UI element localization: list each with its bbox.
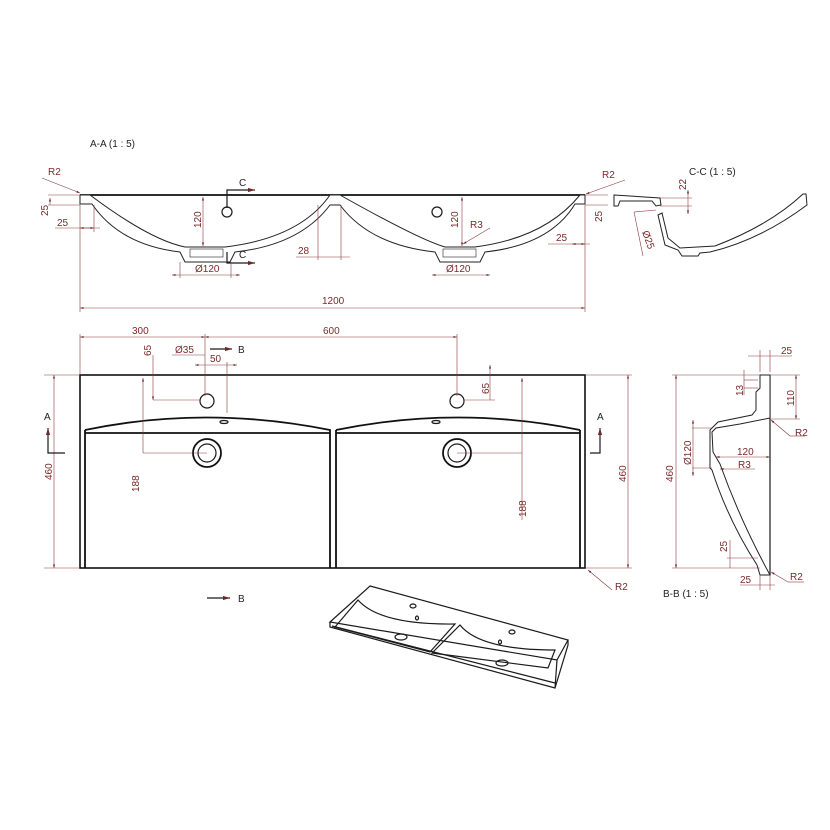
iso-overflow-right — [497, 639, 503, 645]
tap-hole-left — [221, 206, 233, 218]
dim-188-left: 188 — [131, 475, 142, 492]
dim-600: 600 — [323, 326, 340, 337]
isometric-view — [328, 585, 569, 689]
dim-25-horizontal-left: 25 — [57, 218, 69, 229]
dim-25-bottom-bb: 25 — [740, 575, 752, 586]
dim-dia25: Ø25 — [639, 229, 656, 251]
drain-opening-left — [189, 248, 224, 258]
iso-tap-hole-left — [409, 603, 417, 609]
dim-120-bb: 120 — [737, 447, 754, 458]
drain-opening-right — [442, 248, 477, 258]
cut-arrow-c-top — [226, 187, 255, 208]
dim-28-rib: 28 — [298, 246, 310, 257]
section-aa-title: A-A (1 : 5) — [90, 139, 135, 150]
section-cc-title: C-C (1 : 5) — [689, 167, 736, 178]
overflow-left — [219, 419, 229, 425]
dim-25-top: 25 — [781, 346, 793, 357]
dim-13: 13 — [735, 384, 746, 396]
cut-label-c-top: C — [239, 178, 246, 189]
dim-120-depth-left: 120 — [193, 211, 204, 228]
dim-r2-top: R2 — [795, 428, 808, 439]
dim-r3-bb: R3 — [738, 460, 751, 471]
cut-label-c-bottom: C — [239, 250, 246, 261]
dim-dia120-left: Ø120 — [195, 264, 220, 275]
dim-r2-corner: R2 — [615, 582, 628, 593]
iso-basin-left — [333, 599, 457, 653]
tap-hole-left — [199, 393, 215, 409]
dim-25-horizontal-right: 25 — [556, 233, 568, 244]
dim-460-right: 460 — [618, 465, 629, 482]
plan-dimensions: 300 600 65 Ø35 B 50 65 460 A 188 — [44, 326, 632, 605]
dim-25-vertical-left: 25 — [40, 204, 51, 216]
cut-label-a-left: A — [44, 412, 51, 423]
dim-65-left: 65 — [143, 344, 154, 356]
dim-22: 22 — [678, 178, 689, 190]
basin-shell-left — [79, 194, 586, 263]
basin-right-outline — [335, 416, 581, 568]
dim-dia120-right: Ø120 — [446, 264, 471, 275]
basin-left-outline — [84, 416, 331, 568]
tap-hole-right — [449, 393, 465, 409]
cut-arrow-a-left — [45, 428, 65, 454]
dim-r2-bottom-bb: R2 — [790, 572, 803, 583]
aa-dimensions: R2 25 25 120 Ø120 28 R2 120 R3 Ø120 — [40, 167, 626, 312]
dim-460-left: 460 — [44, 463, 55, 480]
iso-tap-hole-right — [508, 629, 516, 635]
tap-hole-right — [431, 206, 443, 218]
section-aa-view: A-A (1 : 5) C C R2 25 25 120 Ø120 — [40, 139, 626, 312]
section-bb-title: B-B (1 : 5) — [663, 589, 709, 600]
dim-120-depth-right: 120 — [450, 211, 461, 228]
dim-r2-right: R2 — [602, 170, 615, 181]
cut-label-b-bottom: B — [238, 594, 245, 605]
cut-label-b-top: B — [238, 345, 245, 356]
cc-deck-profile — [613, 194, 662, 207]
dim-25-vertical-right: 25 — [594, 210, 605, 222]
dim-r2-left: R2 — [48, 167, 61, 178]
iso-basin-right — [430, 624, 556, 669]
dim-110: 110 — [786, 390, 797, 406]
dim-460-bb: 460 — [665, 465, 676, 482]
cut-label-a-right: A — [597, 412, 604, 423]
plan-outline — [79, 374, 586, 569]
dim-300: 300 — [132, 326, 149, 337]
iso-drain-left — [394, 633, 408, 641]
iso-front-edge — [329, 622, 569, 689]
cut-arrow-a-right — [590, 428, 603, 454]
dim-25-vertical-bb: 25 — [719, 540, 730, 552]
bb-dimensions: 25 13 110 R2 Ø120 120 R3 460 25 25 — [665, 346, 808, 590]
dim-50: 50 — [210, 354, 222, 365]
dim-dia35: Ø35 — [175, 345, 194, 356]
dim-r3: R3 — [470, 220, 483, 231]
overflow-right — [431, 419, 441, 425]
dim-1200-overall: 1200 — [322, 296, 345, 307]
dim-188-right: 188 — [518, 500, 529, 517]
dim-65-right: 65 — [481, 382, 492, 394]
iso-overflow-left — [414, 615, 420, 621]
plan-view: 300 600 65 Ø35 B 50 65 460 A 188 — [44, 326, 632, 605]
iso-drain-right — [495, 659, 509, 667]
section-cc-view: C-C (1 : 5) 22 Ø25 — [613, 167, 808, 257]
cut-arrow-c-bottom — [226, 252, 255, 266]
section-bb-view: 25 13 110 R2 Ø120 120 R3 460 25 25 — [663, 346, 808, 600]
cc-bowl-profile — [657, 193, 808, 257]
dim-dia120: Ø120 — [683, 440, 694, 465]
